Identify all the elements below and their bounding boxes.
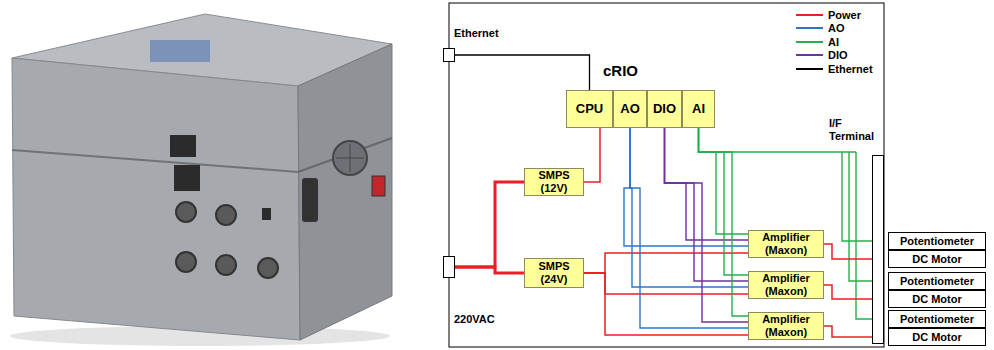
amplifier-box: Amplifier (Maxon) (748, 271, 824, 299)
small-socket (262, 208, 271, 220)
device-box: DC Motor (888, 290, 986, 308)
digital-io-wire (665, 128, 749, 281)
power-wire (584, 273, 748, 335)
round-connector (216, 255, 236, 275)
legend-text: DIO (828, 49, 848, 61)
box-label: DIO (653, 102, 676, 117)
analog-input-wire (699, 128, 749, 316)
device-box: Potentiometer (888, 272, 986, 290)
legend-text: AO (828, 22, 845, 34)
legend-row: Power (796, 8, 873, 22)
round-connector (216, 205, 236, 225)
box-label: AO (620, 102, 640, 117)
device-box: DC Motor (888, 250, 986, 268)
legend-line-sample (796, 41, 823, 43)
port-label: I/F Terminal (829, 117, 881, 142)
box-label: Amplifier (Maxon) (749, 231, 823, 256)
box-label: Amplifier (Maxon) (749, 313, 823, 338)
box-label: Potentiometer (900, 275, 974, 288)
round-connector (176, 202, 196, 222)
box-label: CPU (576, 102, 603, 117)
lid-logo (150, 40, 210, 62)
cooling-fan (333, 141, 367, 175)
legend-row: Ethernet (796, 62, 873, 76)
port-label: Ethernet (454, 27, 514, 40)
box-front-face (12, 58, 300, 340)
digital-io-wire (665, 128, 749, 240)
power-wire (455, 267, 524, 273)
module-box: AI (682, 90, 715, 128)
power-supply-box: SMPS (12V) (524, 168, 584, 196)
analog-input-wire (699, 128, 749, 275)
box-label: Amplifier (Maxon) (749, 272, 823, 297)
motor-power-wire (824, 326, 872, 337)
terminal-block: I/F Terminal (872, 155, 884, 344)
module-box: CPU (566, 90, 613, 128)
box-label: DC Motor (912, 331, 962, 344)
box-label: Potentiometer (900, 313, 974, 326)
ethernet-wire (455, 55, 590, 90)
module-box: DIO (647, 90, 682, 128)
box-side-face (298, 44, 392, 340)
power-switch (372, 176, 385, 196)
hinge (170, 135, 196, 157)
box-label: SMPS (12V) (525, 169, 583, 194)
device-box: Potentiometer (888, 310, 986, 328)
amplifier-box: Amplifier (Maxon) (748, 312, 824, 340)
legend-line-sample (796, 27, 823, 29)
power-wire (584, 128, 600, 182)
power-wire (455, 182, 524, 267)
box-label: DC Motor (912, 253, 962, 266)
box-label: SMPS (24V) (525, 260, 583, 285)
round-connector (258, 258, 278, 278)
amplifier-box: Amplifier (Maxon) (748, 230, 824, 258)
analog-output-wire (624, 128, 748, 246)
digital-io-wire (665, 128, 749, 322)
legend-row: AO (796, 22, 873, 36)
legend-text: Ethernet (828, 63, 873, 75)
legend-text: Power (828, 9, 861, 21)
controller-name: cRIO (603, 62, 638, 79)
box-label: DC Motor (912, 293, 962, 306)
round-connector (176, 252, 196, 272)
analog-input-wire (699, 128, 873, 319)
ethernet-port: Ethernet (443, 48, 455, 62)
fan-grille (350, 144, 351, 172)
analog-input-wire (699, 128, 749, 234)
device-box: DC Motor (888, 328, 986, 346)
legend-text: AI (828, 36, 839, 48)
legend-row: DIO (796, 49, 873, 63)
legend-line-sample (796, 14, 823, 16)
box-label: AI (692, 102, 705, 117)
device-box: Potentiometer (888, 232, 986, 250)
legend-line-sample (796, 68, 823, 70)
port-label: 220VAC (454, 313, 514, 326)
motor-power-wire (824, 285, 872, 299)
module-box: AO (613, 90, 647, 128)
latch (174, 165, 200, 191)
side-handle (302, 178, 318, 222)
legend: PowerAO AIDIO Ethernet (796, 8, 873, 76)
box-label: Potentiometer (900, 235, 974, 248)
lid-seam (12, 150, 298, 172)
power-wire (584, 273, 748, 294)
power-supply-box: SMPS (24V) (524, 258, 584, 288)
analog-output-wire (630, 128, 748, 328)
legend-line-sample (796, 54, 823, 56)
enclosure-frame (449, 3, 884, 347)
motor-power-wire (824, 244, 872, 259)
legend-row: AI (796, 35, 873, 49)
power-inlet-port: 220VAC (443, 256, 455, 278)
